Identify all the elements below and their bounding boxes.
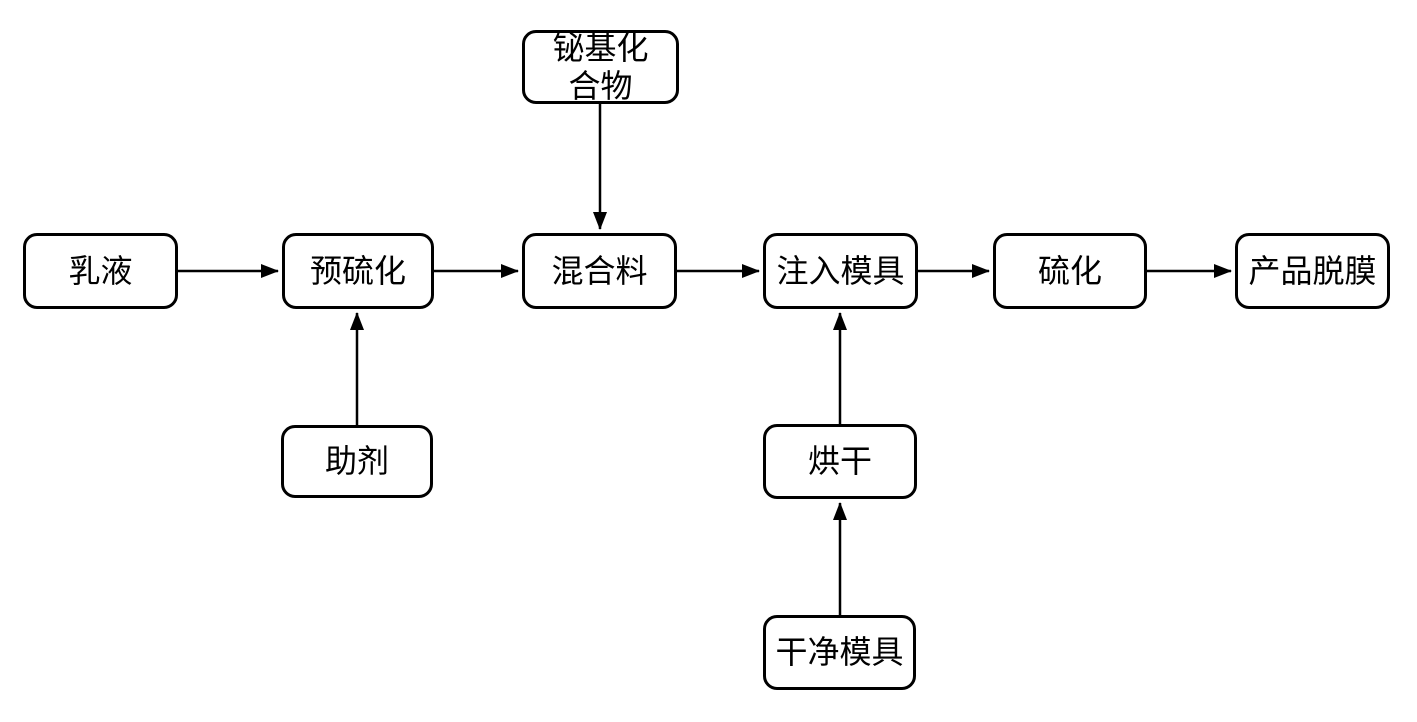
node-pre-vulcanization: 预硫化 [282, 233, 434, 309]
node-vulcanization: 硫化 [993, 233, 1147, 309]
node-mixture: 混合料 [522, 233, 677, 309]
node-product-demold: 产品脱膜 [1235, 233, 1390, 309]
node-clean-mold: 干净模具 [763, 615, 916, 690]
node-drying: 烘干 [763, 424, 917, 499]
node-bismuth-compound: 铋基化 合物 [522, 30, 679, 104]
node-emulsion: 乳液 [23, 233, 178, 309]
node-additive: 助剂 [281, 425, 433, 498]
node-inject-into-mold: 注入模具 [763, 233, 918, 309]
